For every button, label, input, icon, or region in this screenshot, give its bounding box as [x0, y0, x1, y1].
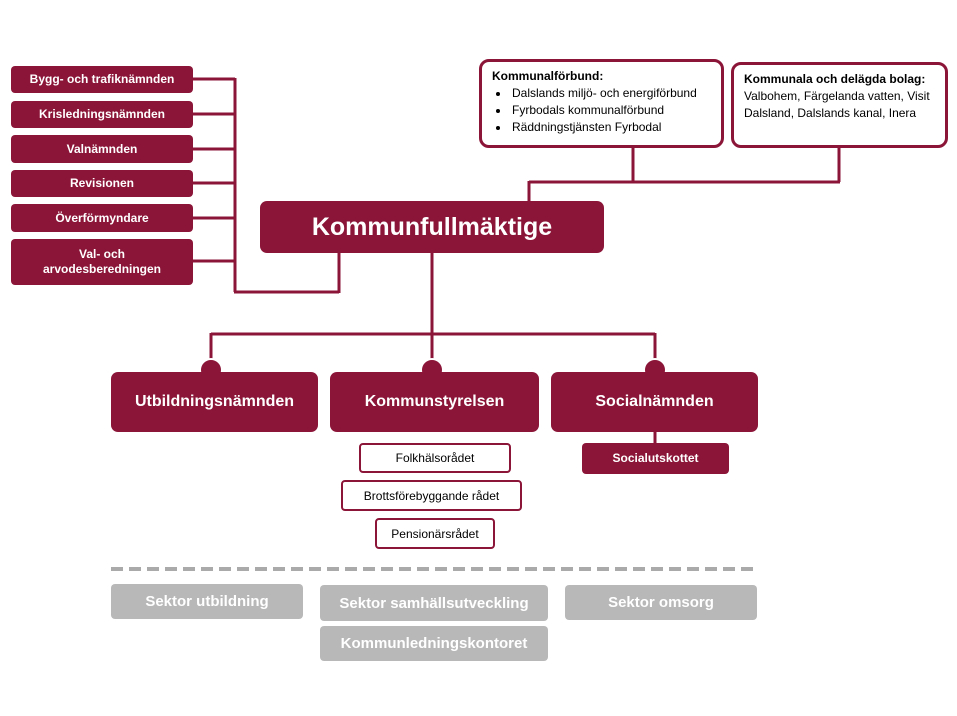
- pensionarsradet-box: Pensionärsrådet: [375, 518, 495, 549]
- sector-label: Sektor samhällsutveckling: [339, 594, 529, 612]
- socialutskottet-label: Socialutskottet: [612, 451, 699, 465]
- sector-label: Sektor utbildning: [145, 593, 269, 610]
- bolag-text: Valbohem, Färgelanda vatten, Visit Dalsl…: [744, 89, 930, 120]
- board-label: Kommunstyrelsen: [364, 393, 505, 410]
- kommunledningskontoret-box: Kommunledningskontoret: [320, 626, 548, 661]
- kommunalforbund-title: Kommunalförbund:: [492, 69, 604, 83]
- kommunalforbund-box: Kommunalförbund: Dalslands miljö- och en…: [479, 59, 724, 148]
- board-krisledning: Krisledningsnämnden: [11, 101, 193, 128]
- board-label: Valnämnden: [66, 141, 138, 156]
- list-item: Räddningstjänsten Fyrbodal: [510, 119, 711, 136]
- board-label: Krisledningsnämnden: [38, 107, 166, 121]
- board-label: Socialnämnden: [595, 393, 714, 410]
- board-bygg-trafik: Bygg- och trafiknämnden: [11, 66, 193, 93]
- board-label: Utbildningsnämnden: [134, 393, 295, 410]
- sector-label: Sektor omsorg: [608, 594, 714, 611]
- sektor-omsorg-box: Sektor omsorg: [565, 585, 757, 620]
- socialutskottet-box: Socialutskottet: [582, 443, 729, 474]
- board-label: Överförmyndare: [55, 210, 149, 225]
- kommunfullmaktige-box: Kommunfullmäktige: [260, 201, 604, 253]
- board-revisionen: Revisionen: [11, 170, 193, 197]
- council-label: Pensionärsrådet: [391, 526, 479, 541]
- board-label: Revisionen: [69, 176, 135, 190]
- board-label: Bygg- och trafiknämnden: [29, 72, 175, 86]
- board-overformyndare: Överförmyndare: [11, 204, 193, 232]
- council-label: Brottsförebyggande rådet: [363, 488, 500, 503]
- sektor-utbildning-box: Sektor utbildning: [111, 584, 303, 619]
- bolag-box: Kommunala och delägda bolag: Valbohem, F…: [731, 62, 948, 148]
- brottsforebyggande-box: Brottsförebyggande rådet: [341, 480, 522, 511]
- kommunfullmaktige-label: Kommunfullmäktige: [311, 212, 553, 241]
- kommunstyrelsen-box: Kommunstyrelsen: [330, 372, 539, 432]
- board-val-arvode: Val- och arvodesberedningen: [11, 239, 193, 285]
- council-label: Folkhälsorådet: [395, 451, 475, 465]
- board-valnamnden: Valnämnden: [11, 135, 193, 163]
- folkhalsoradet-box: Folkhälsorådet: [359, 443, 511, 473]
- board-label: Val- och arvodesberedningen: [42, 247, 162, 276]
- bolag-title: Kommunala och delägda bolag:: [744, 72, 926, 86]
- list-item: Dalslands miljö- och energiförbund: [510, 85, 711, 102]
- kommunalforbund-list: Dalslands miljö- och energiförbund Fyrbo…: [492, 85, 711, 136]
- socialnamnden-box: Socialnämnden: [551, 372, 758, 432]
- sector-label: Kommunledningskontoret: [340, 635, 528, 652]
- list-item: Fyrbodals kommunalförbund: [510, 102, 711, 119]
- utbildningsnamnden-box: Utbildningsnämnden: [111, 372, 318, 432]
- sektor-samhallsutveckling-box: Sektor samhällsutveckling: [320, 585, 548, 621]
